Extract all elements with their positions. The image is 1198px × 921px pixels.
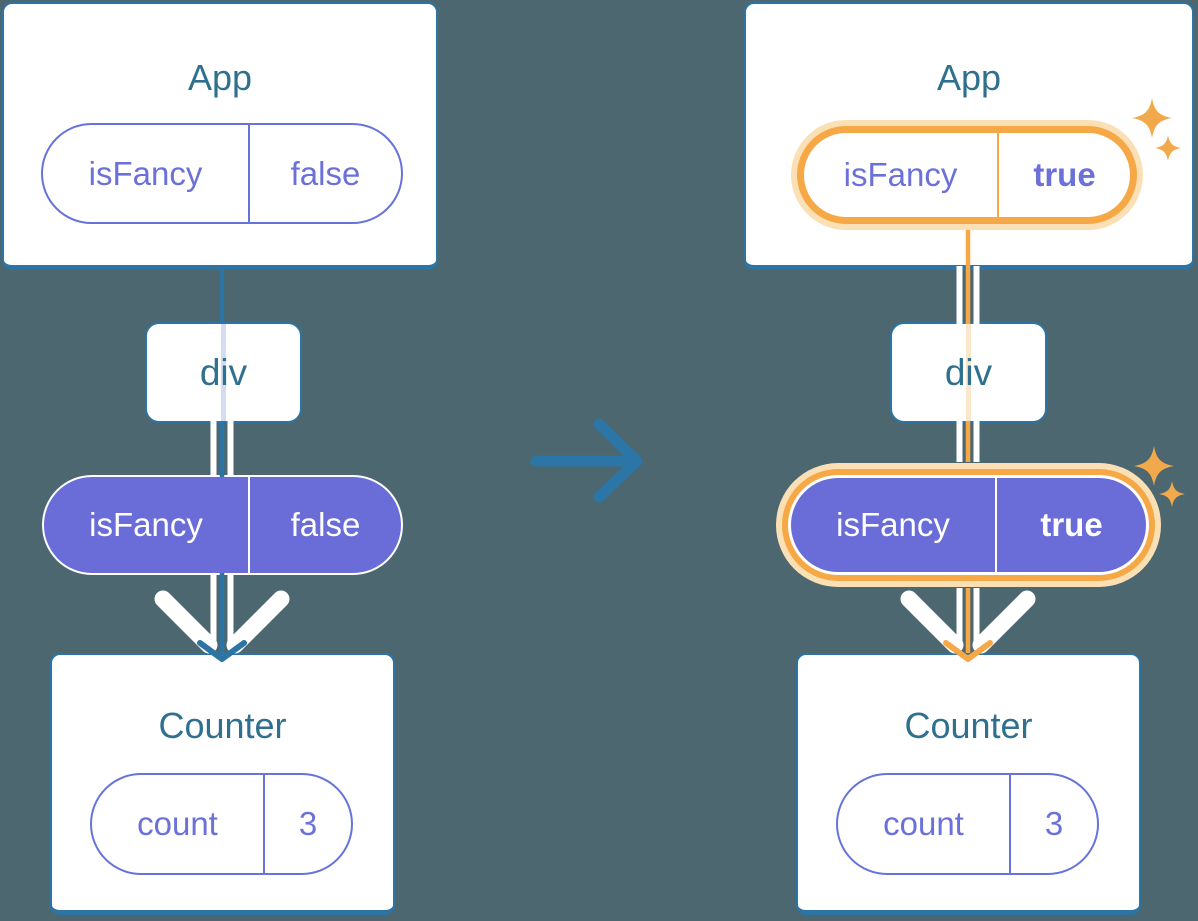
app-card-title: App [936, 57, 1002, 98]
app-state-pill-before: isFancy false [41, 123, 403, 224]
state-pill-key: isFancy [88, 154, 203, 192]
state-pill-value: 3 [1009, 775, 1097, 873]
white-chevron-arm-icon [154, 590, 218, 654]
prop-pill-before: isFancy false [42, 475, 403, 575]
counter-card-title: Counter [904, 705, 1033, 746]
counter-state-pill-before: count 3 [90, 773, 353, 875]
state-pill-value: 3 [263, 775, 351, 873]
prop-thread-line [966, 324, 971, 421]
right-arrow-icon [530, 418, 643, 503]
prop-pill-after: isFancy true [788, 475, 1149, 575]
app-card-title: App [187, 57, 253, 98]
sparkle-icon [1159, 481, 1185, 507]
prop-pill-value: false [248, 477, 401, 573]
div-box-after: div [890, 322, 1047, 423]
prop-arrow-down-after [900, 588, 1036, 662]
prop-thread-line [221, 324, 226, 421]
state-pill-value: true [997, 133, 1130, 217]
state-pill-value: false [248, 125, 401, 222]
counter-state-pill-after: count 3 [836, 773, 1099, 875]
counter-card-title: Counter [158, 705, 287, 746]
div-label: div [944, 351, 993, 393]
connector-div-to-pill-after [956, 421, 980, 462]
div-box-before: div [145, 322, 302, 423]
state-pill-key: count [883, 805, 964, 842]
prop-pill-key: isFancy [89, 506, 203, 543]
white-chevron-arm-icon [972, 590, 1036, 654]
white-chevron-arm-icon [226, 590, 290, 654]
div-label: div [199, 351, 248, 393]
prop-pill-value: true [995, 478, 1146, 572]
prop-pill-key: isFancy [836, 506, 950, 543]
prop-arrow-down-before [154, 573, 290, 662]
white-chevron-arm-icon [900, 590, 964, 654]
app-state-pill-after: isFancy true [797, 126, 1137, 224]
state-pill-key: count [137, 805, 218, 842]
state-pill-key: isFancy [843, 156, 958, 193]
connector-div-to-pill-before [210, 421, 234, 477]
